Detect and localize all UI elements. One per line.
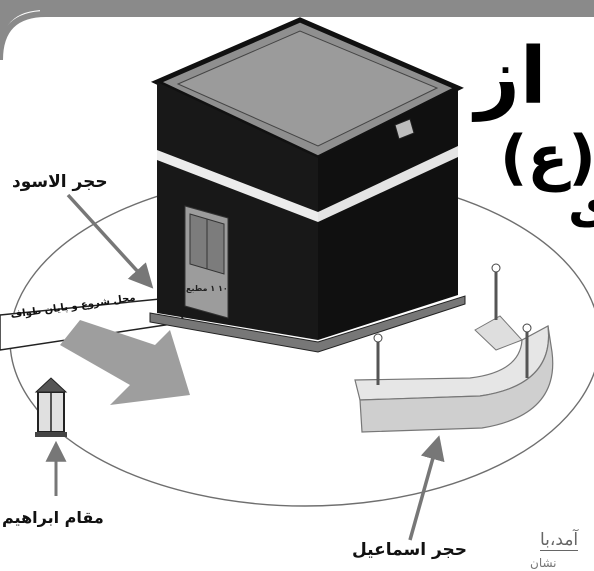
- kaaba-base: [149, 295, 466, 353]
- lamp-2: [491, 263, 501, 273]
- arrow-hijr: [408, 435, 445, 541]
- footer-text-fragment: آمد،با: [540, 530, 579, 551]
- kiswa-band-front: [157, 150, 318, 222]
- door-plaque: ۱۰ ۱ مطبع: [186, 284, 228, 293]
- label-maqam-ibrahim: مقام ابراهیم: [2, 508, 104, 527]
- maqam-cap: [34, 377, 68, 393]
- kaaba-roof-inner: [176, 30, 439, 147]
- maqam-base: [35, 432, 67, 437]
- lamp-3: [522, 323, 532, 333]
- hijr-wall-end: [474, 315, 523, 351]
- direction-arrow: [60, 320, 190, 405]
- rain-spout: [394, 118, 415, 140]
- title-fragment: از: [475, 32, 547, 122]
- label-hijr-ismail: حجر اسماعیل: [352, 540, 468, 560]
- title-fragment-2: (ع): [500, 123, 594, 193]
- title-fragment-3: ی: [568, 176, 594, 234]
- kaaba: [149, 17, 466, 353]
- frame-edge: [0, 11, 594, 61]
- footer-text-fragment-2: نشان: [530, 556, 557, 570]
- hijr-wall-face: [359, 325, 554, 433]
- lamp-1: [373, 333, 383, 343]
- maqam-ibrahim: [34, 377, 68, 437]
- arrow-black-stone: [66, 193, 154, 289]
- kiswa-band-right: [318, 146, 458, 222]
- label-black-stone: حجر الاسود: [12, 172, 108, 192]
- hijr-ismail-wall: [354, 263, 554, 433]
- kaaba-right-face: [318, 88, 458, 340]
